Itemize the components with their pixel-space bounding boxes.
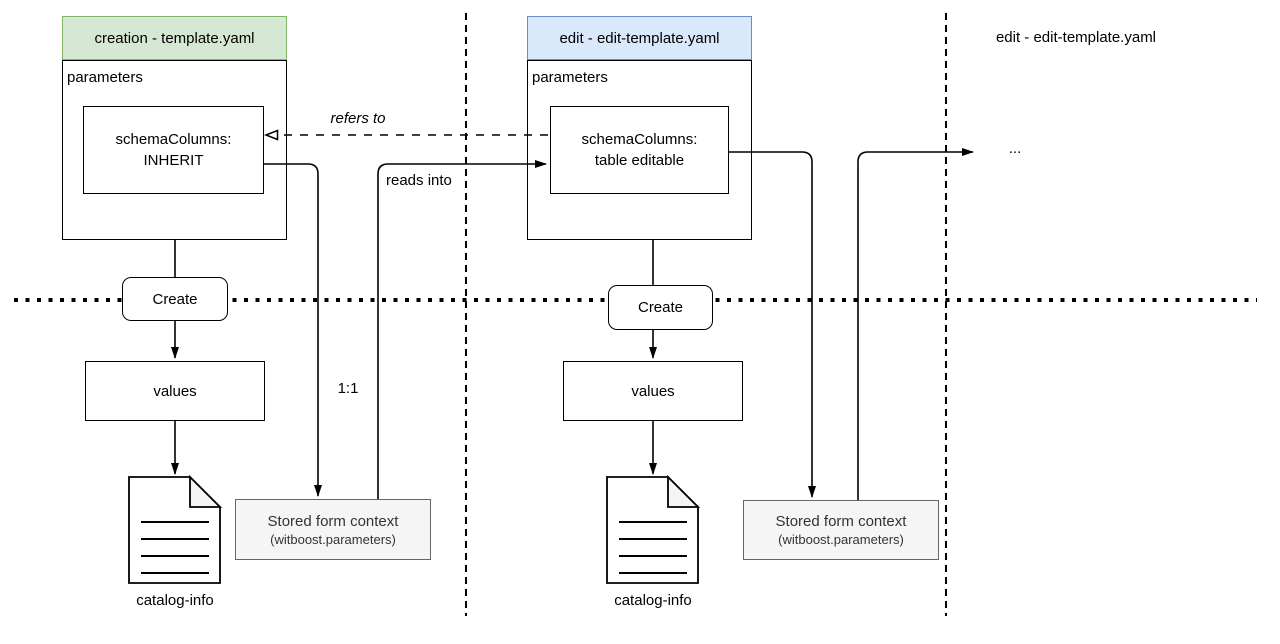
edit-values-label: values bbox=[631, 382, 675, 400]
edit-schemacolumns-node: schemaColumns: table editable bbox=[550, 106, 729, 194]
edit-template-header-label: edit - edit-template.yaml bbox=[559, 29, 720, 47]
stored-form-context-title: Stored form context bbox=[775, 513, 907, 530]
edit-create-label: Create bbox=[637, 299, 684, 316]
edit-schemacolumns-line1: schemaColumns: bbox=[581, 131, 698, 148]
edge-editnode-to-stored-context bbox=[729, 151, 816, 498]
stored-form-context-subtitle: (witboost.parameters) bbox=[778, 532, 904, 547]
creation-schemacolumns-node: schemaColumns: INHERIT bbox=[83, 106, 264, 194]
one-to-one-edge-label: 1:1 bbox=[337, 380, 359, 397]
creation-template-header: creation - template.yaml bbox=[62, 16, 287, 60]
next-lane-ellipsis: ... bbox=[1008, 140, 1022, 157]
edit-schemacolumns-line2: table editable bbox=[594, 152, 685, 169]
edit-catalog-info-label: catalog-info bbox=[614, 592, 692, 609]
creation-template-header-label: creation - template.yaml bbox=[94, 29, 255, 47]
edge-reads-into bbox=[377, 160, 547, 499]
edge-stored-context-to-next bbox=[857, 148, 974, 500]
refers-to-edge-label: refers to bbox=[330, 110, 386, 127]
stored-form-context-title: Stored form context bbox=[267, 512, 399, 530]
edge-inherit-to-stored-context bbox=[264, 163, 322, 497]
edit-parameters-label: parameters bbox=[532, 69, 608, 86]
creation-schemacolumns-line1: schemaColumns: bbox=[115, 131, 232, 148]
creation-stored-form-context: Stored form context (witboost.parameters… bbox=[235, 499, 431, 560]
stored-form-context-subtitle: (witboost.parameters) bbox=[270, 531, 396, 547]
edit-stored-form-context: Stored form context (witboost.parameters… bbox=[743, 500, 939, 560]
reads-into-edge-label: reads into bbox=[386, 172, 452, 189]
edit-template-header: edit - edit-template.yaml bbox=[527, 16, 752, 60]
creation-values-node: values bbox=[85, 361, 265, 421]
creation-create-label: Create bbox=[152, 290, 198, 308]
edit-values-node: values bbox=[563, 361, 743, 421]
next-edit-template-label: edit - edit-template.yaml bbox=[995, 29, 1157, 46]
creation-values-label: values bbox=[153, 382, 197, 400]
creation-create-node: Create bbox=[122, 277, 228, 321]
catalog-info-document-icon bbox=[606, 474, 701, 584]
creation-parameters-label: parameters bbox=[67, 69, 143, 86]
edit-create-node: Create bbox=[608, 285, 713, 330]
creation-catalog-info-label: catalog-info bbox=[136, 592, 214, 609]
catalog-info-document-icon bbox=[128, 474, 223, 584]
creation-schemacolumns-line2: INHERIT bbox=[143, 152, 204, 169]
creation-parameters-container: parameters bbox=[62, 60, 287, 240]
edit-parameters-container: parameters bbox=[527, 60, 752, 240]
